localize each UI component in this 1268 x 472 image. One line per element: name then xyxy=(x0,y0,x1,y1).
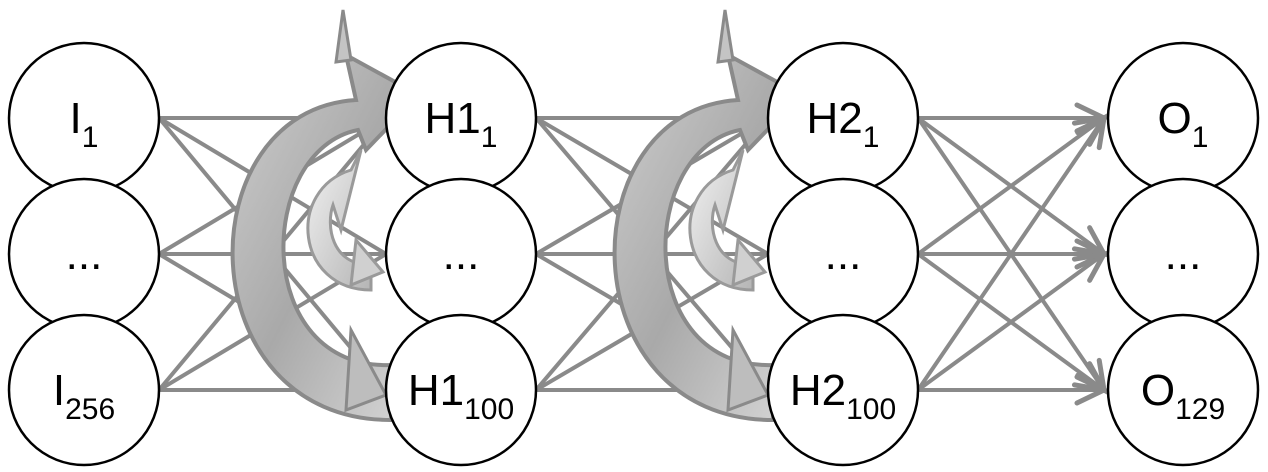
node-circle xyxy=(384,313,538,467)
node-label-subscript: 1 xyxy=(82,121,99,154)
node-h1-mid: ... xyxy=(384,177,538,331)
node-label: ... xyxy=(66,230,103,279)
node-circle xyxy=(766,313,920,467)
node-h2-1: H21 xyxy=(766,41,920,195)
node-label-subscript: 1 xyxy=(1192,121,1209,154)
recurrent-arrow-hidden2 xyxy=(612,9,805,423)
node-label: H2100 xyxy=(790,366,896,426)
node-label: ... xyxy=(443,230,480,279)
node-label-main: H2 xyxy=(807,94,863,143)
node-label-main: ... xyxy=(66,230,103,279)
node-h2-mid: ... xyxy=(766,177,920,331)
node-h2-100: H2100 xyxy=(766,313,920,467)
node-label-subscript: 256 xyxy=(65,393,115,426)
recurrent-arrow-bottom-head-icon xyxy=(344,324,389,413)
recurrent-arrows xyxy=(230,9,805,423)
edge-h2-100-to-o1 xyxy=(916,116,1106,392)
node-label: O129 xyxy=(1141,366,1225,426)
node-label: I1 xyxy=(70,94,99,154)
node-label-subscript: 129 xyxy=(1175,393,1225,426)
node-o129: O129 xyxy=(1106,313,1260,467)
arrowhead-o1-icon xyxy=(1075,113,1108,151)
recurrent-arrow-inner-head-icon xyxy=(349,236,386,288)
node-label: O1 xyxy=(1158,94,1209,154)
recurrent-arrow-outer-icon xyxy=(230,51,423,423)
node-label-main: O xyxy=(1141,366,1175,415)
node-label-main: H1 xyxy=(425,94,481,143)
recurrent-arrow-inner-icon xyxy=(306,149,373,292)
node-o-mid: ... xyxy=(1106,177,1260,331)
arrowhead-o-mid-icon xyxy=(1071,250,1109,283)
node-label-subscript: 1 xyxy=(863,121,880,154)
recurrent-arrow-outer-icon xyxy=(612,51,805,423)
node-label: H21 xyxy=(807,94,880,154)
node-label-main: ... xyxy=(825,230,862,279)
node-label-subscript: 1 xyxy=(481,121,498,154)
node-label: ... xyxy=(825,230,862,279)
node-label-subscript: 100 xyxy=(846,393,896,426)
node-label: H11 xyxy=(425,94,498,154)
recurrent-arrow-hidden1 xyxy=(230,9,423,423)
recurrent-arrow-bottom-head-icon xyxy=(726,324,771,413)
node-label-subscript: 100 xyxy=(464,393,514,426)
node-label: ... xyxy=(1165,230,1202,279)
node-label: I256 xyxy=(53,366,115,426)
node-i256: I256 xyxy=(7,313,161,467)
node-label-main: ... xyxy=(443,230,480,279)
node-label: H1100 xyxy=(408,366,514,426)
node-circle xyxy=(7,41,161,195)
node-label-main: ... xyxy=(1165,230,1202,279)
node-i-mid: ... xyxy=(7,177,161,331)
recurrent-arrow-inner-head-icon xyxy=(731,236,768,288)
node-circle xyxy=(1106,313,1260,467)
node-o1: O1 xyxy=(1106,41,1260,195)
edge-h2-100-to-o-mid xyxy=(916,252,1106,392)
node-i1: I1 xyxy=(7,41,161,195)
node-label-main: H1 xyxy=(408,366,464,415)
node-label-main: I xyxy=(70,94,82,143)
node-h1-100: H1100 xyxy=(384,313,538,467)
recurrent-arrow-tip-icon xyxy=(334,9,353,64)
arrowhead-o129-icon xyxy=(1074,374,1110,406)
recurrent-arrow-inner-icon xyxy=(688,149,755,292)
node-circle xyxy=(7,313,161,467)
recurrent-arrow-tip-icon xyxy=(716,9,735,64)
node-label-main: H2 xyxy=(790,366,846,415)
node-h1-1: H11 xyxy=(384,41,538,195)
edge-h2-mid-to-o1 xyxy=(916,116,1106,256)
node-label-main: I xyxy=(53,366,65,415)
node-label-main: O xyxy=(1158,94,1192,143)
